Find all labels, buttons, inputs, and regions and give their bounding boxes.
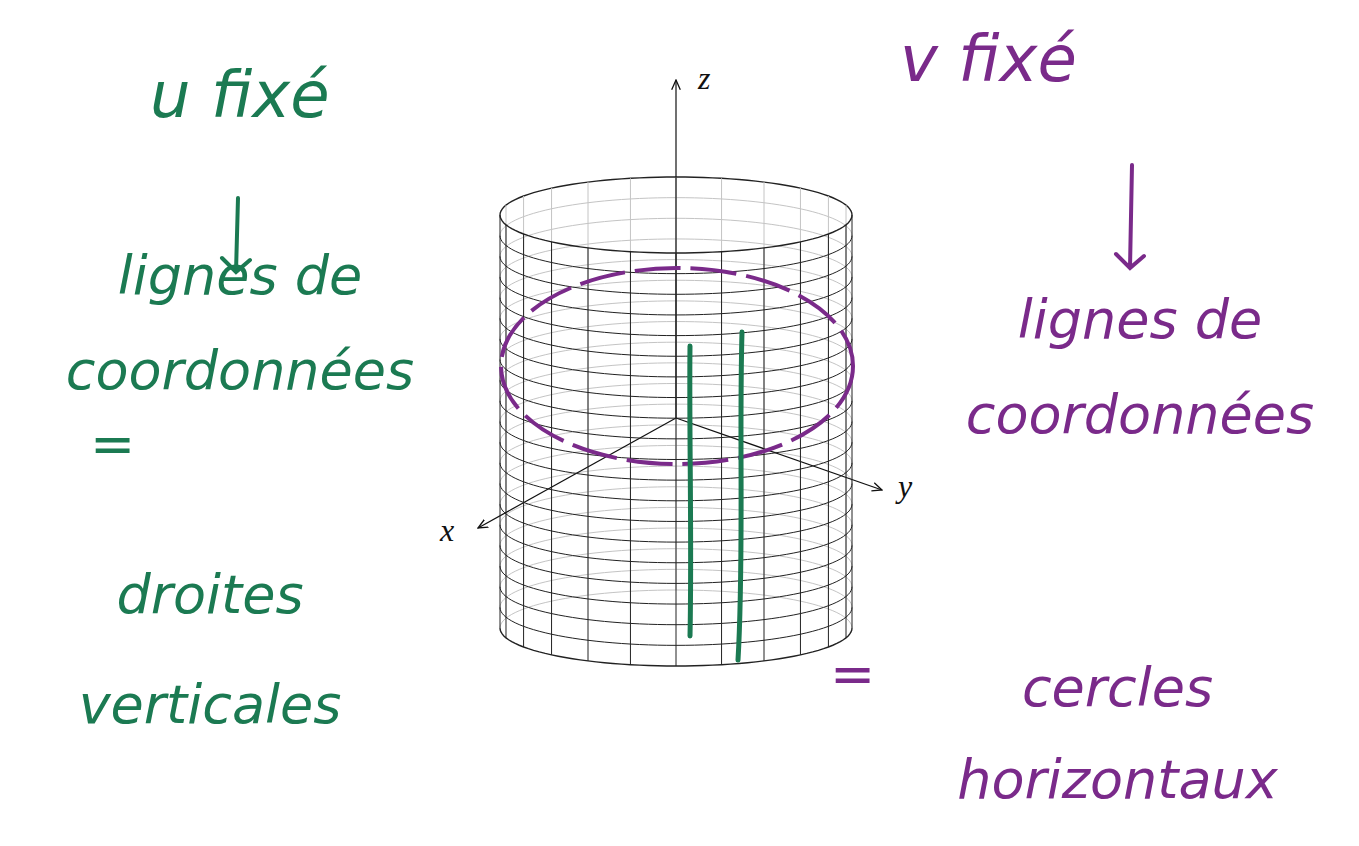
horizontal-circle <box>501 268 853 464</box>
vertical-line <box>738 332 742 660</box>
meridian-line <box>846 225 847 638</box>
meridian-line <box>588 248 589 661</box>
meridian-line <box>523 234 524 647</box>
ring-front <box>500 215 852 253</box>
meridian-line <box>800 242 801 655</box>
vertical-line <box>687 346 693 636</box>
axis-label: x <box>440 512 454 549</box>
axes <box>478 80 882 528</box>
meridian-line <box>676 253 677 666</box>
axis-line <box>478 418 676 528</box>
annotation-text: lignes de coordonnées <box>935 272 1345 462</box>
meridian-line <box>721 252 722 665</box>
meridian-line <box>764 248 765 661</box>
meridian-line <box>852 215 853 628</box>
annotation-heading: v fixé <box>900 22 1077 96</box>
annotation-text: = <box>90 412 135 475</box>
meridian-line <box>630 252 631 665</box>
meridian-line <box>828 234 829 647</box>
axis-label: y <box>898 468 912 505</box>
annotation-text: droites verticales <box>10 540 410 760</box>
annotation-text: lignes de coordonnées <box>20 228 460 418</box>
down-arrow <box>1116 165 1144 268</box>
meridian-line <box>500 215 501 628</box>
annotation-text: cercles horizontaux <box>890 642 1345 826</box>
meridian-line <box>551 242 552 655</box>
axis-label: z <box>698 60 710 97</box>
meridian-line <box>505 225 506 638</box>
cylinder-front <box>500 215 852 666</box>
annotation-heading: u fixé <box>150 58 330 132</box>
annotation-text: = <box>830 642 875 705</box>
